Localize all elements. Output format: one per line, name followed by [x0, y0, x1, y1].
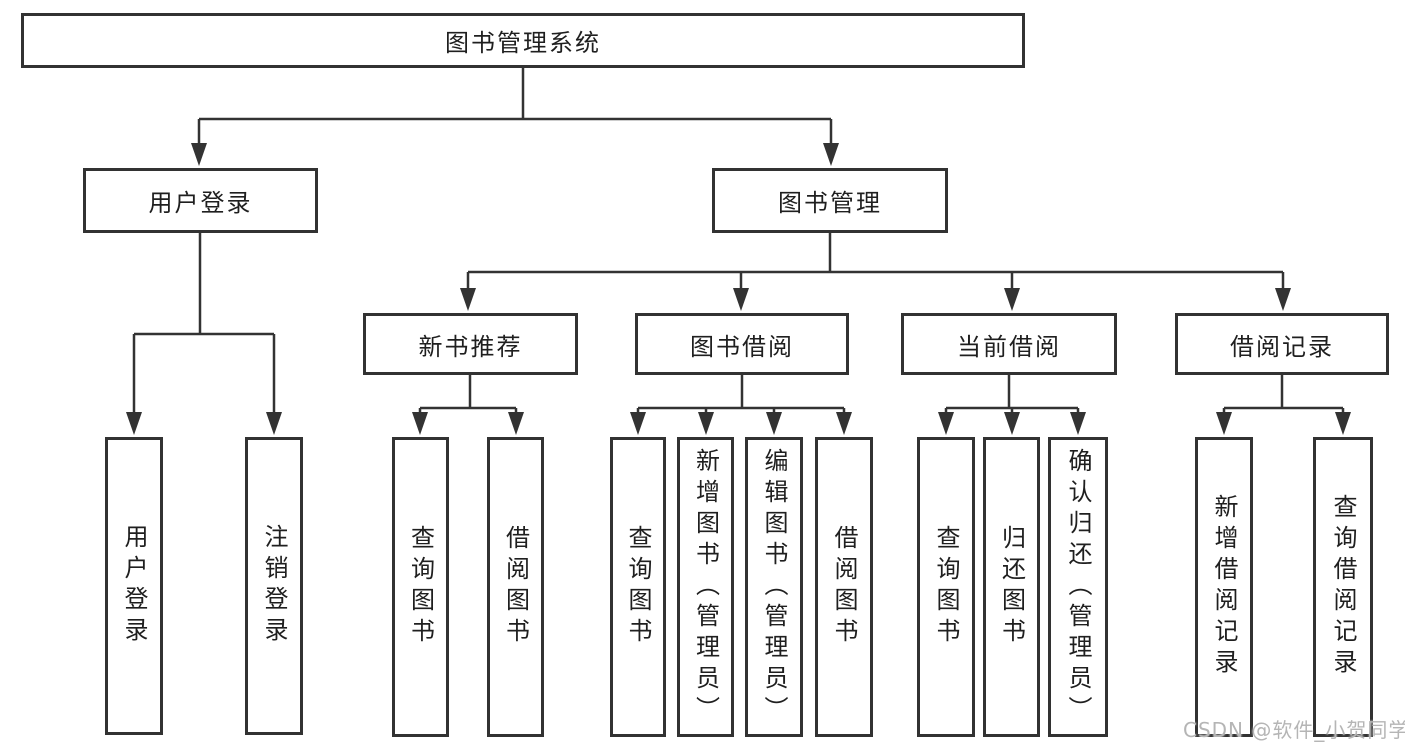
leaf-return-books: 归还图书 — [983, 437, 1040, 737]
leaf-borrow-books-recommend: 借阅图书 — [487, 437, 544, 737]
leaf-confirm-return-admin: 确认归还（管理员） — [1048, 437, 1108, 737]
leaf-label: 借阅图书 — [501, 525, 530, 649]
node-current-borrowing: 当前借阅 — [901, 313, 1117, 375]
leaf-query-books-current: 查询图书 — [917, 437, 975, 737]
leaf-label: 查询图书 — [406, 525, 435, 649]
arrow-down-icon — [630, 412, 646, 435]
leaf-user-login: 用户登录 — [105, 437, 163, 735]
leaf-label: 用户登录 — [120, 524, 148, 648]
node-borrowing-records: 借阅记录 — [1175, 313, 1389, 375]
leaf-label: 查询图书 — [932, 525, 960, 649]
arrow-down-icon — [836, 412, 852, 435]
csdn-watermark: CSDN @软件_小贺同学 — [1183, 718, 1405, 742]
arrow-down-icon — [1275, 288, 1291, 311]
arrow-down-icon — [191, 143, 207, 166]
leaf-label: 借阅图书 — [830, 525, 858, 649]
leaf-label: 查询借阅记录 — [1329, 494, 1357, 680]
leaf-query-books-recommend: 查询图书 — [392, 437, 449, 737]
leaf-borrow-book-borrowing: 借阅图书 — [815, 437, 873, 737]
leaf-label: 编辑图书（管理员） — [760, 447, 788, 727]
arrow-down-icon — [938, 412, 954, 435]
node-new-book-recommendation: 新书推荐 — [363, 313, 578, 375]
arrow-down-icon — [823, 143, 839, 166]
arrow-down-icon — [1335, 412, 1351, 435]
leaf-query-borrow-record: 查询借阅记录 — [1313, 437, 1373, 737]
arrow-down-icon — [1070, 412, 1086, 435]
leaf-label: 查询图书 — [624, 525, 652, 649]
arrow-down-icon — [733, 288, 749, 311]
leaf-add-borrow-record: 新增借阅记录 — [1195, 437, 1253, 737]
node-label: 图书借阅 — [690, 332, 794, 361]
arrow-down-icon — [698, 412, 714, 435]
arrow-down-icon — [766, 412, 782, 435]
node-user-login-group: 用户登录 — [83, 168, 318, 233]
node-label: 当前借阅 — [957, 332, 1061, 361]
leaf-label: 新增借阅记录 — [1210, 494, 1238, 680]
arrowhead-icons — [126, 143, 1351, 435]
node-book-borrowing: 图书借阅 — [635, 313, 849, 375]
leaf-label: 确认归还（管理员） — [1064, 447, 1092, 727]
leaf-label: 新增图书（管理员） — [691, 447, 720, 727]
arrow-down-icon — [1004, 288, 1020, 311]
node-library-management-system: 图书管理系统 — [21, 13, 1025, 68]
arrow-down-icon — [1216, 412, 1232, 435]
leaf-edit-book-admin: 编辑图书（管理员） — [745, 437, 803, 737]
leaf-label: 注销登录 — [260, 524, 288, 648]
arrow-down-icon — [508, 412, 524, 435]
leaf-logout: 注销登录 — [245, 437, 303, 735]
node-book-management-group: 图书管理 — [712, 168, 948, 233]
node-label: 图书管理 — [778, 189, 882, 217]
leaf-query-books-borrowing: 查询图书 — [610, 437, 666, 737]
arrow-down-icon — [460, 288, 476, 311]
node-label: 图书管理系统 — [445, 29, 601, 57]
node-label: 用户登录 — [148, 189, 253, 217]
tree-edges — [132, 68, 1345, 414]
leaf-label: 归还图书 — [997, 525, 1026, 649]
arrow-down-icon — [266, 412, 282, 435]
arrow-down-icon — [412, 412, 428, 435]
node-label: 新书推荐 — [418, 332, 523, 361]
node-label: 借阅记录 — [1230, 332, 1334, 361]
leaf-add-book-admin: 新增图书（管理员） — [677, 437, 734, 737]
arrow-down-icon — [1004, 412, 1020, 435]
arrow-down-icon — [126, 412, 142, 435]
